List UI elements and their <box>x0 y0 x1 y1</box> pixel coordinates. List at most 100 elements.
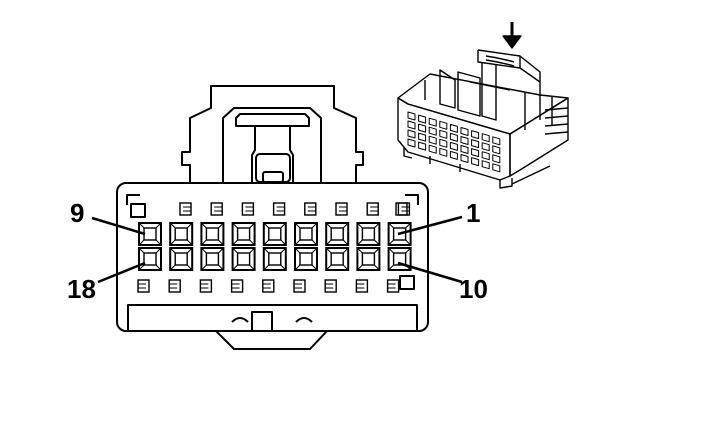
cavity-bevel <box>357 239 363 246</box>
retainer-window <box>395 202 408 216</box>
leader-line-pin-1 <box>397 215 463 236</box>
cavity-terminal <box>268 252 282 266</box>
cavity-bevel <box>201 239 207 246</box>
iso-body-side <box>509 97 569 177</box>
cavity-bevel <box>311 264 318 271</box>
iso-cavity <box>492 136 501 146</box>
retainer-window <box>168 279 181 293</box>
cavity-bevel <box>405 222 411 229</box>
cavity-terminal <box>236 252 251 266</box>
cavity-bevel <box>249 222 255 229</box>
cavity-grid <box>138 222 412 271</box>
cavity-pin <box>231 222 256 246</box>
iso-cavity <box>407 138 416 148</box>
cavity-bevel <box>155 239 162 246</box>
cavity-bevel <box>249 264 255 271</box>
cavity-terminal <box>299 227 313 241</box>
bottom-notch-curves <box>231 317 313 323</box>
cavity-bevel <box>311 247 318 254</box>
cavity-terminal <box>205 227 220 241</box>
cavity-bevel <box>232 239 238 246</box>
connector-isometric-view <box>397 22 569 189</box>
iso-cavity <box>418 141 427 151</box>
corner-key-bottom-right <box>399 275 415 290</box>
iso-cavity <box>428 135 437 145</box>
cavity-pin <box>387 247 412 271</box>
cavity-bevel <box>342 222 349 229</box>
lock-tab-housing <box>181 85 364 183</box>
cavity-terminal <box>174 227 188 241</box>
cavity-bevel <box>374 222 380 229</box>
iso-cavity <box>460 127 469 136</box>
cavity-bevel <box>325 247 332 254</box>
pin-label-10: 10 <box>459 274 488 304</box>
retainer-window <box>335 202 348 216</box>
cavity-pin <box>356 222 381 246</box>
cavity-pin <box>138 222 162 246</box>
cavity-bevel <box>374 264 380 271</box>
cavity-bevel <box>138 264 145 271</box>
lock-tab-inner <box>222 107 322 183</box>
cavity-bevel <box>325 239 332 246</box>
pin-label-18: 18 <box>67 274 96 304</box>
iso-cavity <box>439 138 448 148</box>
cavity-bevel <box>342 239 349 246</box>
iso-cavity <box>439 147 448 157</box>
iso-cavity <box>471 130 480 140</box>
cavity-terminal <box>299 252 313 266</box>
leader-line-pin-9 <box>91 216 146 236</box>
cavity-bevel <box>263 222 270 229</box>
cavity-bevel <box>405 239 411 246</box>
probe-rows <box>137 202 411 293</box>
bottom-notch <box>251 311 273 331</box>
cavity-bevel <box>294 222 301 229</box>
cavity-bevel <box>218 247 224 254</box>
retainer-window <box>386 279 400 293</box>
iso-cavity <box>481 151 490 161</box>
retainer-window <box>210 202 223 216</box>
cavity-terminal <box>392 227 407 241</box>
iso-cavity <box>449 150 458 160</box>
iso-cavity <box>460 145 469 154</box>
iso-cavity <box>492 163 501 173</box>
cavity-pin <box>138 247 162 271</box>
cavity-bevel <box>311 239 318 246</box>
pin-label-9: 9 <box>70 198 84 228</box>
iso-cavity <box>418 114 427 124</box>
cavity-bevel <box>169 222 176 229</box>
cavity-bevel <box>218 239 224 246</box>
cavity-bevel <box>388 264 394 271</box>
cavity-bevel <box>232 264 238 271</box>
cavity-bevel <box>186 222 193 229</box>
cavity-bevel <box>388 222 394 229</box>
cavity-bevel <box>169 264 176 271</box>
cavity-pin <box>356 247 381 271</box>
cavity-pin <box>200 222 225 246</box>
cavity-terminal <box>392 252 407 266</box>
cavity-terminal <box>143 227 157 241</box>
pin-label-1: 1 <box>466 198 480 228</box>
cavity-bevel <box>186 247 193 254</box>
cavity-pin <box>231 247 256 271</box>
iso-cavity <box>460 154 469 163</box>
cavity-bevel <box>280 264 287 271</box>
iso-cavity <box>428 117 437 127</box>
cavity-bevel <box>294 239 301 246</box>
cavity-terminal <box>236 227 251 241</box>
cavity-bevel <box>280 247 287 254</box>
retainer-window <box>324 279 337 293</box>
cavity-bevel <box>155 247 162 254</box>
iso-cavity <box>407 129 416 139</box>
iso-cavity <box>439 120 448 130</box>
cavity-bevel <box>138 239 145 246</box>
cavity-bevel <box>201 222 207 229</box>
iso-lock-rail-mid <box>457 62 497 121</box>
iso-lock-latch <box>477 49 541 95</box>
iso-cavity <box>407 120 416 130</box>
cavity-bevel <box>325 222 332 229</box>
cavity-bevel <box>201 264 207 271</box>
cavity-pin <box>294 247 318 271</box>
lock-latch <box>235 113 310 127</box>
retainer-window <box>230 279 244 293</box>
leader-lines <box>91 215 463 284</box>
